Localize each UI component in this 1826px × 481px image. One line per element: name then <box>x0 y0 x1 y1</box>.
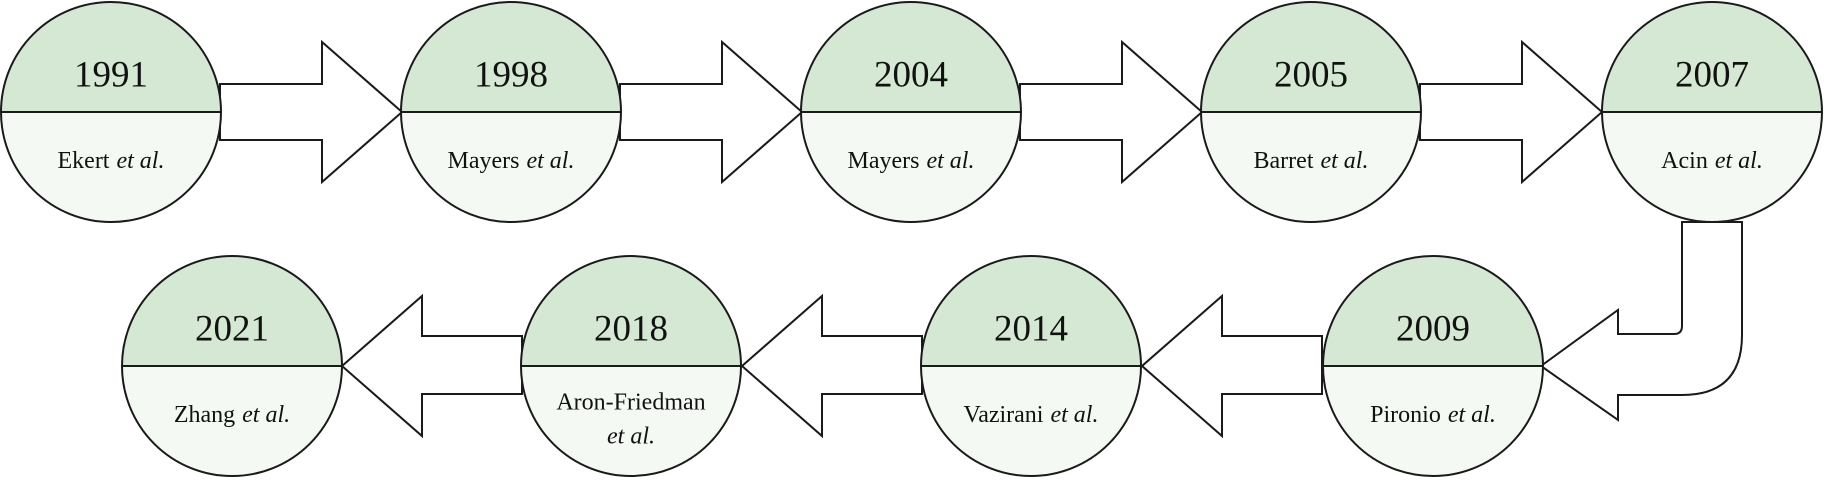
node-bottom-half <box>921 366 1141 476</box>
node-author-line: Zhang et al. <box>174 402 290 428</box>
node-author-suffix: et al. <box>242 402 290 428</box>
node-author: Mayers <box>848 148 920 174</box>
node-year: 1998 <box>474 54 548 95</box>
node-year: 2004 <box>874 54 948 95</box>
node-outline <box>520 255 742 477</box>
node-author-suffix: et al. <box>607 424 655 450</box>
node-outline <box>121 255 343 477</box>
node-top-half <box>401 2 621 112</box>
node-outline <box>400 1 622 223</box>
node-author-suffix: et al. <box>526 148 574 174</box>
node-author-suffix: et al. <box>926 148 974 174</box>
arrow-left-3 <box>340 293 523 439</box>
node-author: Ekert <box>58 148 110 174</box>
node-outline <box>1200 1 1422 223</box>
node-author: Aron-Friedman <box>556 390 705 416</box>
node-author-suffix: et al. <box>1050 402 1098 428</box>
node-bottom-half <box>1323 366 1543 476</box>
node-outline <box>1322 255 1544 477</box>
node-author-line: Pironio et al. <box>1370 402 1496 428</box>
node-outline <box>800 1 1022 223</box>
node-top-half <box>1323 256 1543 366</box>
node-author-suffix: et al. <box>1715 148 1763 174</box>
arrow-right-2 <box>619 39 804 185</box>
node-author-suffix: et al. <box>1320 148 1368 174</box>
node-year: 2021 <box>195 308 269 349</box>
node-year: 2018 <box>594 308 668 349</box>
node-author: Mayers <box>448 148 520 174</box>
node-top-half <box>801 2 1021 113</box>
node-year: 2009 <box>1396 308 1470 349</box>
node-author-suffix: et al. <box>1448 402 1496 428</box>
node-author-line: Acin et al. <box>1661 148 1763 174</box>
node-top-half <box>122 256 342 366</box>
node-year: 2014 <box>994 308 1068 349</box>
node-bottom-half <box>1201 112 1421 222</box>
node-year: 2005 <box>1274 54 1348 95</box>
node-author: Acin <box>1661 148 1708 174</box>
node-year: 2007 <box>1675 54 1749 95</box>
arrow-right-4 <box>1419 39 1604 185</box>
node-year: 1991 <box>74 54 148 95</box>
node-outline <box>920 255 1142 477</box>
node-bottom-half <box>521 366 741 476</box>
node-author-suffix: et al. <box>116 148 164 174</box>
node-bottom-half <box>801 112 1021 222</box>
node-author: Pironio <box>1370 402 1441 428</box>
node-outline <box>0 1 222 223</box>
node-top-half <box>921 256 1141 366</box>
node-author: Vazirani <box>964 402 1044 428</box>
arrow-right-1 <box>219 39 404 185</box>
node-top-half <box>521 256 741 366</box>
node-author: Zhang <box>174 402 235 428</box>
node-top-half <box>1201 2 1421 112</box>
arrow-right-3 <box>1019 39 1204 185</box>
node-outline <box>1601 1 1823 223</box>
node-bottom-half <box>1 112 221 222</box>
arrow-left-2 <box>740 293 923 439</box>
arrow-left-1 <box>1140 293 1323 439</box>
node-author: Barret <box>1254 148 1314 174</box>
node-bottom-half <box>122 366 342 476</box>
node-bottom-half <box>1602 112 1822 222</box>
node-top-half <box>1 2 221 112</box>
node-bottom-half <box>401 112 621 222</box>
node-top-half <box>1602 2 1822 112</box>
arrow-bend-down <box>1539 221 1743 422</box>
